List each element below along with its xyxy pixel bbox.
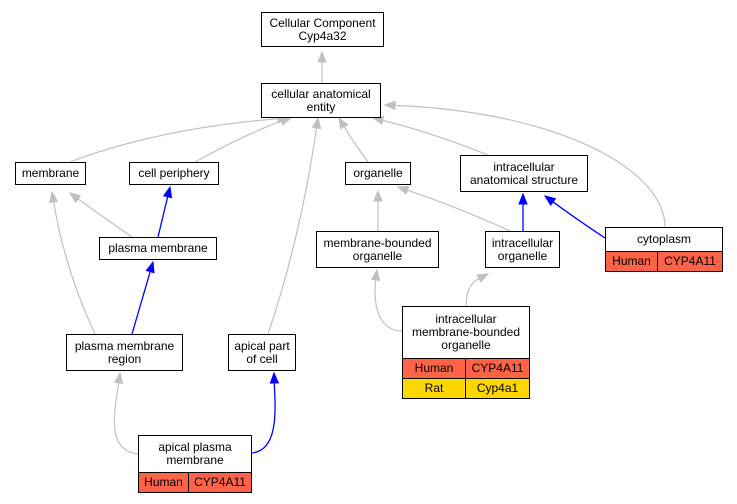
edge-is_a-pm_region-to-membrane [53,201,96,335]
node-label: apical part of cell [234,338,290,366]
node-intracellular-membrane-bounded-organelle[interactable]: intracellular membrane-bounded organelle… [402,306,530,399]
node-apical-plasma-membrane[interactable]: apical plasma membrane Human CYP4A11 [138,435,252,493]
node-label: membrane [21,166,80,180]
annotation-row: Rat Cyp4a1 [403,378,529,398]
edge-is_a-apical_part-to-cae [267,127,318,335]
arrowhead-cytoplasm-to-intracellular_structure [543,195,557,207]
arrowhead-cell_periphery-to-cae [279,116,293,126]
arrowhead-plasma_membrane-to-membrane [68,192,82,204]
node-label: intracellular membrane-bounded organelle [411,312,521,352]
arrowhead-mb_organelle-to-organelle [373,189,383,202]
arrowhead-intracellular_organelle-to-organelle [396,185,410,195]
species-cell: Rat [403,379,465,398]
arrowhead-imb_organelle-to-intracellular_organelle [476,273,490,283]
arrowhead-organelle-to-cae [338,116,349,130]
edge-is_a-membrane-to-cae [69,118,279,163]
node-label: intracellular anatomical structure [469,159,579,187]
edge-is_a-intracellular_structure-to-cae [382,119,489,156]
arrowhead-plasma_membrane-to-cell_periphery [162,185,173,199]
node-intracellular-anatomical-structure[interactable]: intracellular anatomical structure [460,155,588,192]
node-cell-periphery[interactable]: cell periphery [129,162,219,185]
arrowhead-cae-to-root [317,50,327,63]
node-plasma-membrane-region[interactable]: plasma membrane region [66,334,183,371]
node-cellular-component[interactable]: Cellular Component Cyp4a32 [261,12,384,47]
node-label: plasma membrane [108,241,208,255]
node-organelle[interactable]: organelle [345,162,411,185]
gene-cell: CYP4A11 [465,359,529,378]
edge-part_of-apical_pm-to-apical_part [251,382,276,454]
annotation-row: Human CYP4A11 [606,251,722,271]
node-membrane[interactable]: membrane [15,162,86,185]
annotation-row: Human CYP4A11 [139,472,251,492]
edge-is_a-imb_organelle-to-mb_organelle [374,279,403,332]
arrowhead-apical_pm-to-pm_region [113,371,124,385]
gene-cell: CYP4A11 [188,473,251,492]
node-label: cell periphery [138,166,210,180]
node-membrane-bounded-organelle[interactable]: membrane-bounded organelle [316,231,439,268]
edge-is_a-intracellular_organelle-to-organelle [407,189,511,232]
edge-part_of-pm_region-to-plasma_membrane [131,271,151,335]
edge-is_a-apical_pm-to-pm_region [113,382,139,455]
edge-part_of-cytoplasm-to-intracellular_structure [552,201,606,239]
edge-is_a-organelle-to-cae [343,126,369,163]
species-cell: Human [606,252,657,271]
node-label: Cellular Component Cyp4a32 [269,15,376,43]
node-apical-part-of-cell[interactable]: apical part of cell [228,334,296,371]
edge-is_a-plasma_membrane-to-membrane [77,198,133,238]
node-plasma-membrane[interactable]: plasma membrane [99,237,217,260]
arrowhead-intracellular_organelle-to-intracellular_structure [518,192,528,205]
node-label: membrane-bounded organelle [323,235,432,263]
node-cytoplasm[interactable]: cytoplasm Human CYP4A11 [605,227,723,272]
node-label: apical plasma membrane [158,440,232,467]
arrowhead-pm_region-to-plasma_membrane [145,260,155,274]
edge-is_a-imb_organelle-to-intracellular_organelle [465,277,480,307]
gene-cell: Cyp4a1 [465,379,529,398]
node-cellular-anatomical-entity[interactable]: cellular anatomical entity [261,83,381,118]
node-label: intracellular organelle [491,235,554,263]
species-cell: Human [403,359,465,378]
node-intracellular-organelle[interactable]: intracellular organelle [485,231,560,268]
node-label: cytoplasm [636,232,692,246]
node-label: plasma membrane region [74,338,175,366]
arrowhead-pm_region-to-membrane [49,190,59,204]
node-label: organelle [353,166,403,180]
arrowhead-apical_pm-to-apical_part [269,371,280,384]
edge-is_a-cell_periphery-to-cae [194,120,282,163]
annotation-row: Human CYP4A11 [403,358,529,378]
arrowhead-cytoplasm-to-cae [383,100,396,111]
arrowhead-apical_part-to-cae [311,116,322,130]
edge-part_of-plasma_membrane-to-cell_periphery [157,196,169,238]
edge-is_a-cytoplasm-to-cae [394,104,666,228]
species-cell: Human [139,473,188,492]
node-label: cellular anatomical entity [271,86,371,114]
gene-cell: CYP4A11 [657,252,722,271]
arrowhead-imb_organelle-to-mb_organelle [370,268,381,282]
